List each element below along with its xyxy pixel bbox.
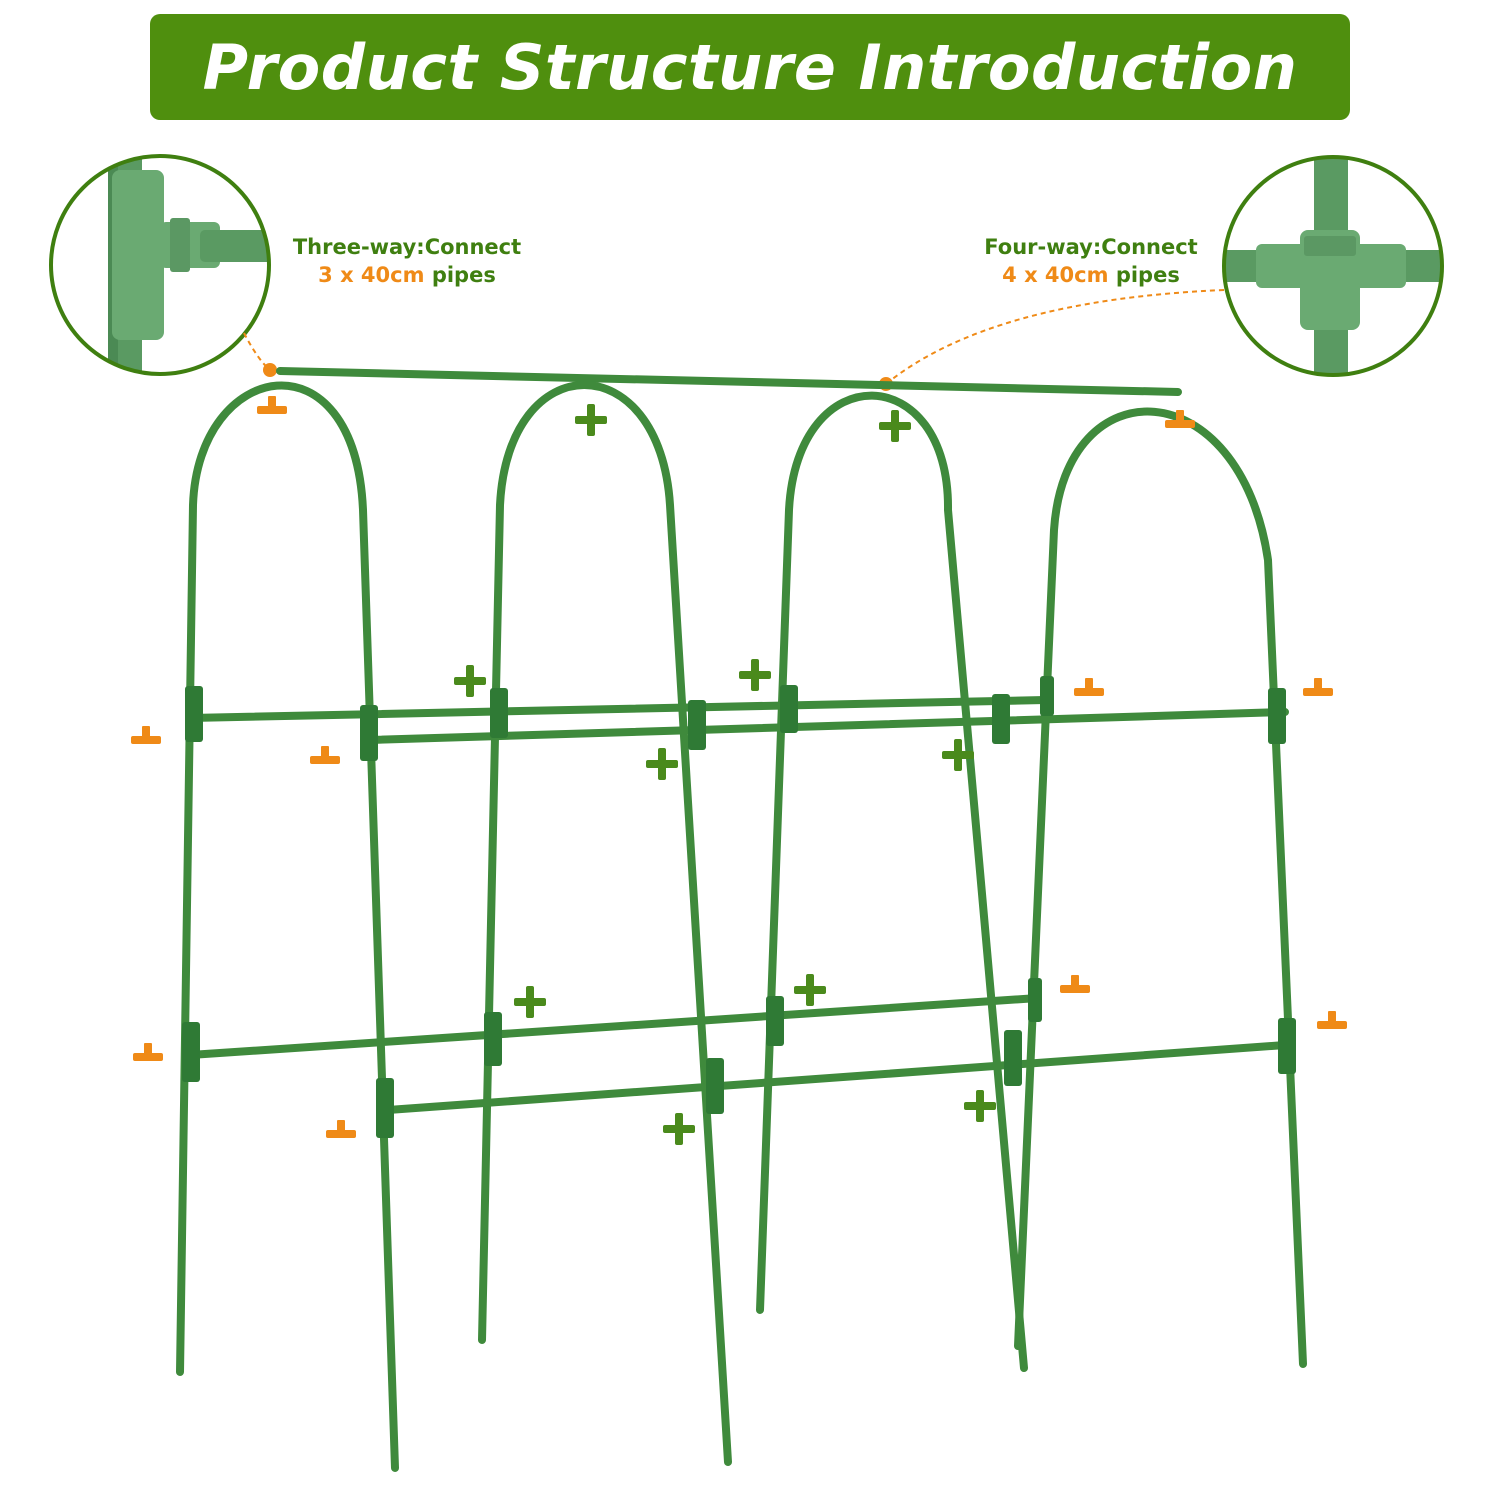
lower-rail-back (186, 994, 1042, 1059)
four-way-connector-icon (1224, 157, 1442, 375)
cross-connector-icon (514, 986, 546, 1018)
three-way-point-dot (263, 363, 277, 377)
three-way-connector-icon (108, 156, 269, 374)
cross-connector-icon (575, 404, 607, 436)
t-connector-icon (1060, 975, 1090, 993)
three-way-line-2: 3 x 40cm pipes (282, 261, 532, 289)
four-way-markers (454, 404, 996, 1145)
cross-connector-icon (646, 748, 678, 780)
top-rail (276, 367, 1182, 396)
title-banner: Product Structure Introduction (150, 14, 1350, 120)
four-way-detail-circle (1222, 155, 1444, 377)
t-connector-icon (310, 746, 340, 764)
upper-rail-front (366, 708, 1289, 744)
four-way-leader-line (885, 289, 1225, 385)
four-way-callout-label: Four-way:Connect 4 x 40cm pipes (968, 233, 1214, 289)
cross-connector-icon (794, 974, 826, 1006)
three-way-markers (131, 396, 1347, 1138)
four-way-separator: : (1092, 235, 1102, 259)
t-connector-icon (1303, 678, 1333, 696)
arch-2 (478, 381, 732, 1466)
three-way-spec: 3 x 40cm (318, 263, 425, 287)
three-way-detail-circle (49, 154, 271, 376)
arch-4 (1014, 407, 1307, 1368)
t-connector-icon (1165, 410, 1195, 428)
t-connector-icon (326, 1120, 356, 1138)
t-connector-icon (131, 726, 161, 744)
cross-connector-icon (663, 1113, 695, 1145)
four-way-name: Four-way (984, 235, 1093, 259)
three-way-name: Three-way (292, 235, 417, 259)
cross-connector-icon (454, 665, 486, 697)
arch-3 (756, 391, 1028, 1372)
page-title: Product Structure Introduction (202, 30, 1298, 104)
cross-connector-icon (739, 659, 771, 691)
t-connector-icon (257, 396, 287, 414)
four-way-line-1: Four-way:Connect (968, 233, 1214, 261)
three-way-leader-line (243, 332, 271, 371)
frame-connectors (182, 676, 1296, 1138)
lower-rail-front (384, 1041, 1289, 1114)
three-way-separator: : (416, 235, 425, 259)
arch-1 (176, 381, 399, 1472)
four-way-suffix: pipes (1115, 263, 1180, 287)
four-way-line-2: 4 x 40cm pipes (968, 261, 1214, 289)
three-way-action: Connect (424, 235, 522, 259)
three-way-callout-label: Three-way:Connect 3 x 40cm pipes (282, 233, 532, 289)
trellis-structure (176, 367, 1307, 1472)
t-connector-icon (1317, 1011, 1347, 1029)
three-way-line-1: Three-way:Connect (282, 233, 532, 261)
four-way-spec: 4 x 40cm (1002, 263, 1109, 287)
cross-connector-icon (964, 1090, 996, 1122)
t-connector-icon (133, 1043, 163, 1061)
cross-connector-icon (942, 739, 974, 771)
three-way-suffix: pipes (431, 263, 496, 287)
cross-connector-icon (879, 410, 911, 442)
four-way-action: Connect (1101, 235, 1198, 259)
upper-rail-back (186, 696, 1049, 722)
t-connector-icon (1074, 678, 1104, 696)
